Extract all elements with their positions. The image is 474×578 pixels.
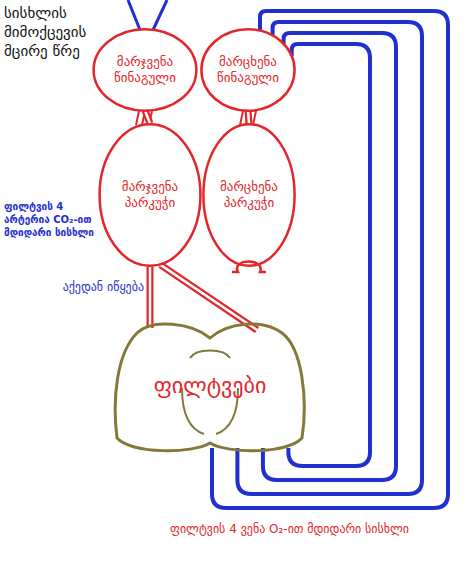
node-label: მარცხენა პარკუჭი — [215, 179, 283, 212]
vessel-wall — [145, 111, 150, 124]
artery-connector — [161, 265, 258, 330]
chamber-outline — [203, 124, 294, 266]
valve-mark — [240, 111, 256, 125]
lungs: ფილტვები — [112, 318, 308, 454]
vein-connector — [237, 22, 422, 494]
vessel-lumen — [145, 111, 150, 124]
vessel-lumen — [149, 267, 152, 329]
artery-connector — [145, 111, 150, 124]
artery-note: ფილტვის 4 არტერია CO₂-ით მდიდარი სისხლი — [4, 200, 96, 239]
vessel-line — [288, 44, 370, 466]
node-label: ფილტვები — [154, 372, 267, 400]
left-ventricle: მარცხენა პარკუჭი — [202, 122, 296, 268]
chamber-outline — [100, 124, 201, 266]
node-text-group: მარჯვენა პარკუჭი — [113, 179, 188, 212]
vena-cava — [128, 0, 167, 30]
node-text-group: მარცხენა პარკუჭი — [215, 179, 283, 212]
vessel-wall — [147, 267, 154, 329]
vessel-wall — [248, 111, 249, 124]
vein-note: ფილტვის 4 ვენა O₂-ით მდიდარი სისხლი — [170, 522, 470, 538]
artery-connector — [150, 267, 151, 329]
vein-connector — [212, 11, 448, 508]
left-atrium: მარცხენა წინაგული — [200, 28, 296, 112]
node-label: მარცხენა წინაგული — [213, 54, 282, 87]
vessel-line — [212, 11, 448, 508]
start-note: აქედან იწყება — [36, 280, 144, 296]
node-text-group: მარჯვენა წინაგული — [107, 54, 183, 87]
vessel-lumen — [248, 111, 249, 124]
node-text-group: ფილტვები — [139, 372, 280, 400]
vessel-line — [263, 33, 396, 480]
right-ventricle: მარჯვენა პარკუჭი — [98, 122, 202, 268]
diagram-title: სისხლის მიმოქცევის მცირე წრე — [4, 4, 108, 61]
artery-connector — [248, 111, 249, 124]
right-atrium: მარჯვენა წინაგული — [92, 28, 198, 112]
lung-outline — [115, 324, 304, 451]
node-text-group: მარცხენა წინაგული — [213, 54, 282, 87]
valve-mark — [136, 111, 152, 125]
chamber-outline — [94, 29, 197, 110]
vein-connector — [263, 33, 396, 480]
vein-connector — [288, 44, 370, 466]
node-label: მარჯვენა პარკუჭი — [113, 179, 188, 212]
vessel-line — [237, 22, 422, 494]
vessel-lumen — [161, 265, 258, 330]
vessel-wall — [161, 265, 258, 330]
node-label: მარჯვენა წინაგული — [107, 54, 183, 87]
chamber-outline — [201, 29, 294, 110]
